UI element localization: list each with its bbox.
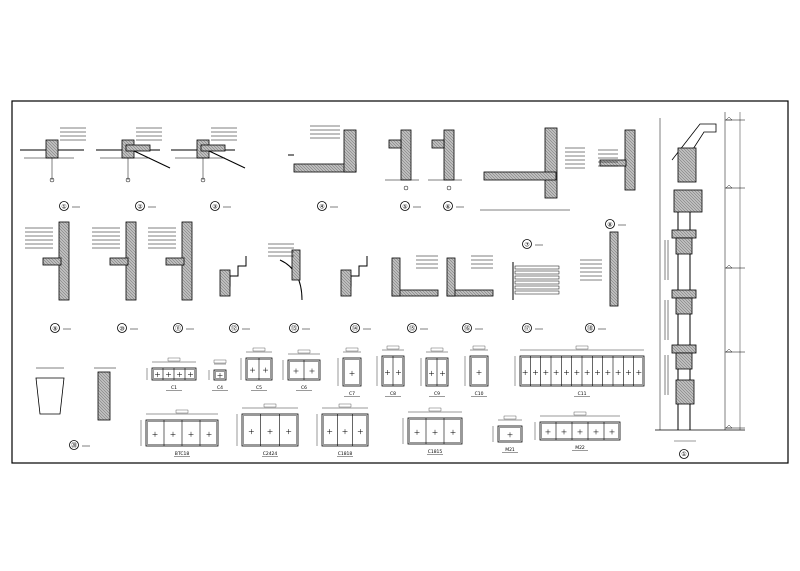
window-label-C9: C9 — [434, 391, 440, 397]
window-C9: C9 — [420, 347, 449, 397]
window-BTC18: BTC18 — [140, 409, 219, 457]
window-label-C6: C6 — [301, 385, 307, 391]
elevation-label: ① — [681, 451, 686, 458]
detail-9: ⑨ — [25, 221, 71, 333]
window-label-C11: C11 — [578, 391, 587, 397]
window-C10: C10 — [464, 345, 489, 397]
detail-label-3: ③ — [212, 204, 217, 211]
detail-16: ⑯ — [446, 255, 494, 333]
detail-label-1: ① — [61, 204, 66, 211]
window-label-C1818: C1818 — [338, 451, 353, 457]
window-C4: C4 — [208, 359, 228, 391]
window-C8: C8 — [376, 345, 405, 397]
window-label-C7: C7 — [349, 391, 355, 397]
detail-10: ⑩ — [92, 221, 138, 333]
elevation-section: ① — [655, 112, 745, 459]
window-C1815: C1815 — [402, 407, 463, 455]
window-label-C1: C1 — [171, 385, 177, 391]
detail-5: ⑤ — [385, 129, 421, 211]
detail-12: ⑫ — [219, 256, 250, 333]
detail-label-13: ⑬ — [291, 325, 297, 333]
detail-label-8: ⑧ — [607, 222, 612, 229]
detail-label-20: ⑳ — [71, 442, 77, 450]
detail-8: ⑧ — [598, 129, 636, 229]
window-C1818: C1818 — [316, 403, 369, 457]
detail-4: ④ — [288, 125, 357, 211]
details-row-3: ⑳ — [35, 367, 116, 450]
detail-label-15: ⑮ — [409, 325, 415, 333]
window-label-C8: C8 — [390, 391, 396, 397]
detail-11: ⑪ — [148, 221, 194, 333]
details-row-2: ⑨ ⑩ ⑪ ⑫ ⑬ ⑭ ⑮ ⑯ ⑰ ⑱ — [25, 221, 619, 333]
window-C1: C1 — [146, 357, 197, 391]
detail-label-4: ④ — [319, 204, 324, 211]
detail-label-9: ⑨ — [52, 326, 57, 333]
detail-label-12: ⑫ — [231, 325, 237, 333]
details-row-1: ① ② ③ ④ ⑤ ⑥ ⑦ ⑧ — [20, 125, 636, 249]
window-C11: C11 — [514, 345, 645, 397]
window-label-BTC18: BTC18 — [175, 451, 190, 457]
sheet-border — [11, 100, 789, 464]
window-label-C4: C4 — [217, 385, 223, 391]
window-label-C1815: C1815 — [428, 449, 443, 455]
window-M21: M21 — [492, 415, 523, 453]
detail-label-14: ⑭ — [352, 325, 358, 333]
detail-1: ① — [20, 127, 86, 211]
window-elevations-bottom: BTC18 C2424 C1818 C1815 M21 M22 — [140, 403, 621, 457]
wall-section-elevation: ① — [655, 112, 745, 459]
detail-3: ③ — [171, 127, 246, 211]
detail-label-11: ⑪ — [175, 325, 181, 333]
detail-17: ⑰ — [512, 262, 560, 333]
detail-label-6: ⑥ — [445, 204, 450, 211]
detail-label-16: ⑯ — [464, 325, 470, 333]
detail-6: ⑥ — [428, 129, 464, 211]
detail-13: ⑬ — [268, 243, 310, 333]
window-C5: C5 — [240, 347, 273, 391]
detail-label-18: ⑱ — [587, 325, 593, 333]
window-label-M22: M22 — [575, 445, 585, 451]
detail-15: ⑮ — [391, 255, 439, 333]
detail-label-7: ⑦ — [524, 242, 530, 249]
detail-20: ⑳ — [35, 367, 116, 450]
detail-label-2: ② — [137, 204, 143, 211]
detail-14: ⑭ — [340, 256, 371, 333]
detail-2: ② — [96, 127, 171, 211]
window-label-C2424: C2424 — [263, 451, 278, 457]
detail-label-5: ⑤ — [402, 204, 407, 211]
window-C6: C6 — [282, 349, 321, 391]
window-label-M21: M21 — [505, 447, 515, 453]
window-M22: M22 — [534, 411, 621, 451]
detail-18: ⑱ — [580, 231, 619, 333]
detail-label-17: ⑰ — [524, 325, 530, 333]
detail-7: ⑦ — [480, 127, 585, 249]
window-C7: C7 — [337, 347, 362, 397]
window-label-C5: C5 — [256, 385, 262, 391]
window-label-C10: C10 — [475, 391, 484, 397]
window-C2424: C2424 — [236, 403, 299, 457]
detail-label-10: ⑩ — [119, 326, 124, 333]
